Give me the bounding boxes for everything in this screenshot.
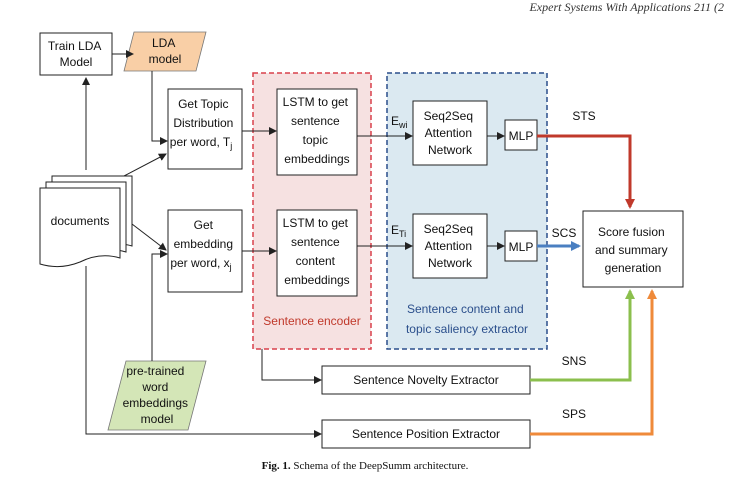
seq2seq-top-box bbox=[412, 100, 488, 166]
lda-model-line2: model bbox=[149, 52, 182, 66]
seq2seq-top-line2: Attention bbox=[425, 126, 472, 140]
score-fusion-line1: Score fusion bbox=[598, 225, 665, 239]
sts-arrow bbox=[537, 134, 635, 209]
documents-stack bbox=[39, 175, 133, 268]
figure-caption: Fig. 1. Schema of the DeepSumm architect… bbox=[0, 460, 730, 472]
get-embedding-line3: per word, x bbox=[170, 256, 229, 270]
get-topic-box bbox=[167, 88, 243, 170]
lstm-content-line2: sentence bbox=[291, 235, 340, 249]
figure-caption-label: Fig. 1. bbox=[261, 460, 291, 472]
lstm-content-box bbox=[276, 209, 358, 297]
get-embedding-line1: Get bbox=[194, 218, 214, 232]
sps-arrow bbox=[530, 289, 657, 436]
figure-caption-text: Schema of the DeepSumm architecture. bbox=[293, 460, 469, 472]
saliency-label-line2: topic saliency extractor bbox=[406, 322, 528, 336]
mlp-top-label: MLP bbox=[509, 129, 534, 143]
position-extractor-box bbox=[321, 419, 531, 449]
get-embedding-box bbox=[167, 209, 243, 293]
pretrained-line4: model bbox=[141, 412, 174, 426]
seq2seq-bottom-line2: Attention bbox=[425, 239, 472, 253]
seq2seq-top-line1: Seq2Seq bbox=[424, 109, 473, 123]
svg-text:LDA model: LDA model bbox=[149, 36, 182, 66]
score-fusion-line3: generation bbox=[605, 261, 662, 275]
novelty-extractor-box bbox=[321, 365, 531, 395]
saliency-label-line1: Sentence content and bbox=[407, 302, 524, 316]
pretrained-line2: word bbox=[141, 380, 168, 394]
e-ti-label: ETi bbox=[391, 223, 406, 239]
journal-header: Expert Systems With Applications 211 (2 bbox=[529, 0, 724, 14]
mlp-top-box bbox=[504, 119, 538, 151]
train-lda-line2: Model bbox=[60, 55, 93, 69]
svg-text:Get Topic Distribution: Get Topic Distribution per word, Tj bbox=[170, 97, 237, 151]
scs-label: SCS bbox=[552, 226, 577, 240]
svg-text:Score fusion and summary: Score fusion and summary generation bbox=[595, 225, 671, 275]
pretrained-model-shape bbox=[107, 360, 207, 431]
mlp-bottom-label: MLP bbox=[509, 240, 534, 254]
seq2seq-bottom-line3: Network bbox=[428, 256, 473, 270]
pretrained-line1: pre-trained bbox=[126, 364, 184, 378]
get-topic-line3: per word, T bbox=[170, 135, 231, 149]
get-embedding-subscript: j bbox=[229, 262, 232, 272]
lstm-content-line1: LSTM to get bbox=[283, 216, 349, 230]
sns-label: SNS bbox=[562, 354, 587, 368]
train-lda-line1: Train LDA bbox=[48, 39, 102, 53]
sentence-encoder-label: Sentence encoder bbox=[263, 314, 360, 328]
svg-text:Sentence content and topic: Sentence content and topic saliency extr… bbox=[406, 302, 528, 336]
position-extractor-label: Sentence Position Extractor bbox=[352, 427, 500, 441]
seq2seq-bottom-box bbox=[412, 213, 488, 279]
get-embedding-line2: embedding bbox=[174, 237, 233, 251]
e-wi-label: Ewi bbox=[391, 114, 408, 130]
black-edges bbox=[82, 50, 505, 438]
lstm-content-line3: content bbox=[296, 254, 336, 268]
lstm-topic-box bbox=[276, 88, 358, 176]
get-topic-subscript: j bbox=[229, 141, 232, 151]
score-fusion-box bbox=[582, 210, 684, 288]
lstm-topic-line3: topic bbox=[303, 133, 328, 147]
score-fusion-line2: and summary bbox=[595, 243, 668, 257]
sps-label: SPS bbox=[562, 407, 586, 421]
get-topic-line1: Get Topic bbox=[178, 97, 228, 111]
svg-text:Seq2Seq Attention Netw: Seq2Seq Attention Network bbox=[424, 109, 477, 157]
lstm-topic-line2: sentence bbox=[291, 114, 340, 128]
sns-arrow bbox=[530, 289, 635, 382]
svg-text:Train LDA Model: Train LDA Model bbox=[48, 39, 104, 69]
seq2seq-top-line3: Network bbox=[428, 143, 473, 157]
svg-text:Get embedding per word: Get embedding per word, xj bbox=[170, 218, 236, 272]
documents-label: documents bbox=[51, 214, 110, 228]
get-topic-line2: Distribution bbox=[173, 116, 233, 130]
lstm-content-line4: embeddings bbox=[284, 273, 349, 287]
novelty-extractor-label: Sentence Novelty Extractor bbox=[353, 373, 498, 387]
sts-label: STS bbox=[572, 109, 595, 123]
seq2seq-bottom-line1: Seq2Seq bbox=[424, 222, 473, 236]
lstm-topic-line1: LSTM to get bbox=[283, 95, 349, 109]
lstm-topic-line4: embeddings bbox=[284, 152, 349, 166]
svg-text:Seq2Seq Attention Netw: Seq2Seq Attention Network bbox=[424, 222, 477, 270]
svg-text:pre-trained word embed: pre-trained word embeddings model bbox=[123, 364, 192, 426]
lda-model-line1: LDA bbox=[152, 36, 175, 50]
svg-text:LSTM to get sentence c: LSTM to get sentence content embeddings bbox=[283, 216, 352, 287]
pretrained-line3: embeddings bbox=[123, 396, 188, 410]
svg-text:LSTM to get sentence t: LSTM to get sentence topic embeddings bbox=[283, 95, 352, 166]
